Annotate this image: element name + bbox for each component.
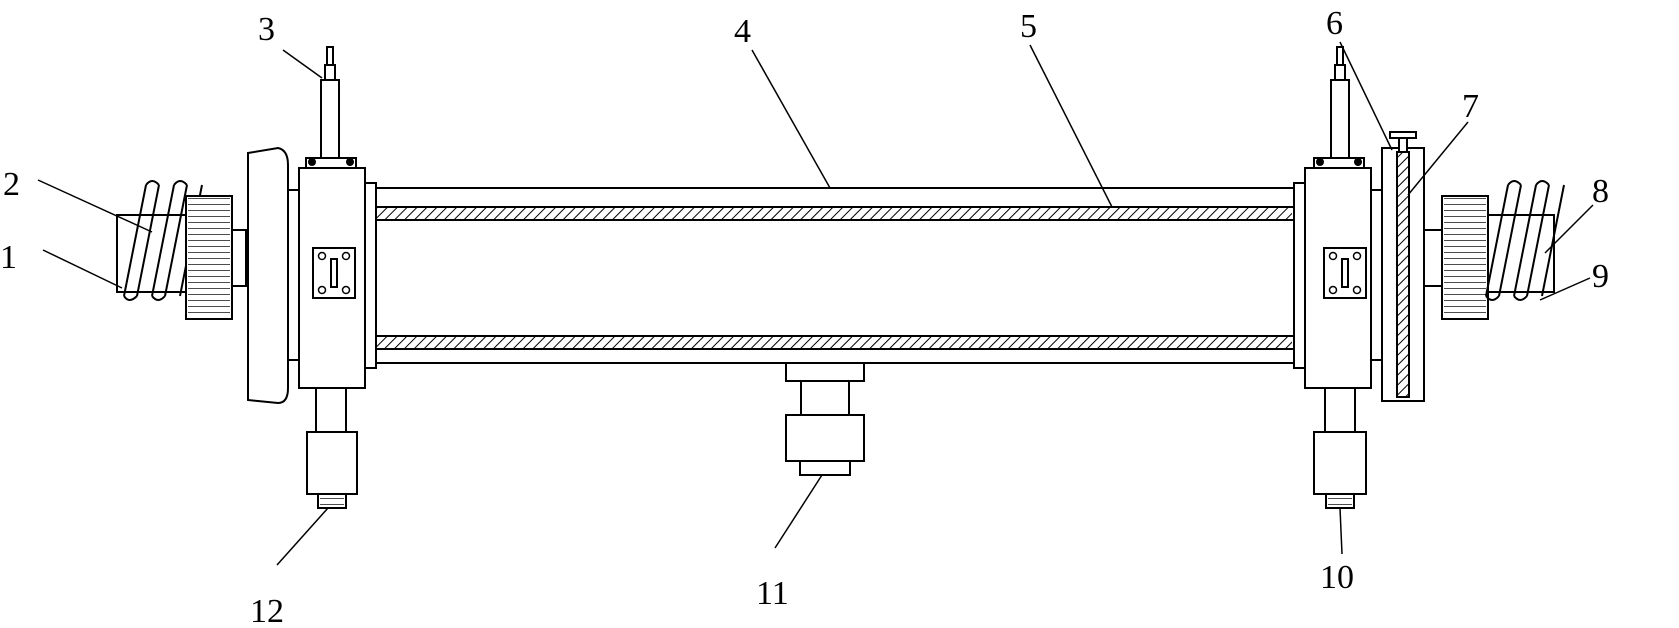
middle-bottom-fitting [785, 362, 865, 476]
left-flange-disc [247, 146, 300, 405]
right-top-rod [1330, 46, 1350, 159]
leader-5 [1029, 44, 1113, 208]
label-1: 1 [0, 239, 17, 276]
left-top-rod [320, 46, 340, 159]
right-bearing-block [1293, 157, 1372, 389]
leader-lines [37, 41, 1594, 566]
part-labels: 1 2 3 4 5 6 7 8 9 10 11 12 [0, 5, 1609, 628]
label-5: 5 [1020, 8, 1037, 45]
leader-12 [276, 507, 329, 566]
leader-9 [1539, 277, 1591, 301]
leader-11 [774, 474, 823, 549]
main-tube [373, 187, 1295, 364]
left-gear [185, 195, 247, 320]
right-shaft-with-spring [1485, 180, 1565, 301]
left-bottom-nozzle [306, 387, 358, 509]
label-11: 11 [756, 575, 789, 612]
label-10: 10 [1320, 559, 1354, 596]
label-7: 7 [1462, 88, 1479, 125]
left-bearing-block [298, 157, 377, 389]
label-12: 12 [250, 593, 284, 628]
label-9: 9 [1592, 258, 1609, 295]
label-8: 8 [1592, 173, 1609, 210]
leader-10 [1339, 507, 1343, 555]
right-clamp-plate [1370, 131, 1425, 402]
label-4: 4 [734, 13, 751, 50]
leader-7 [1407, 121, 1469, 196]
leader-4 [751, 49, 831, 189]
leader-3 [282, 49, 323, 79]
leader-2 [37, 179, 153, 233]
right-bottom-nozzle [1313, 387, 1367, 509]
label-3: 3 [258, 11, 275, 48]
leader-1 [42, 249, 123, 289]
label-6: 6 [1326, 5, 1343, 42]
label-2: 2 [3, 166, 20, 203]
leader-8 [1544, 204, 1594, 254]
leader-6 [1339, 41, 1393, 151]
right-gear [1423, 195, 1489, 320]
left-shaft-with-spring [116, 180, 203, 301]
